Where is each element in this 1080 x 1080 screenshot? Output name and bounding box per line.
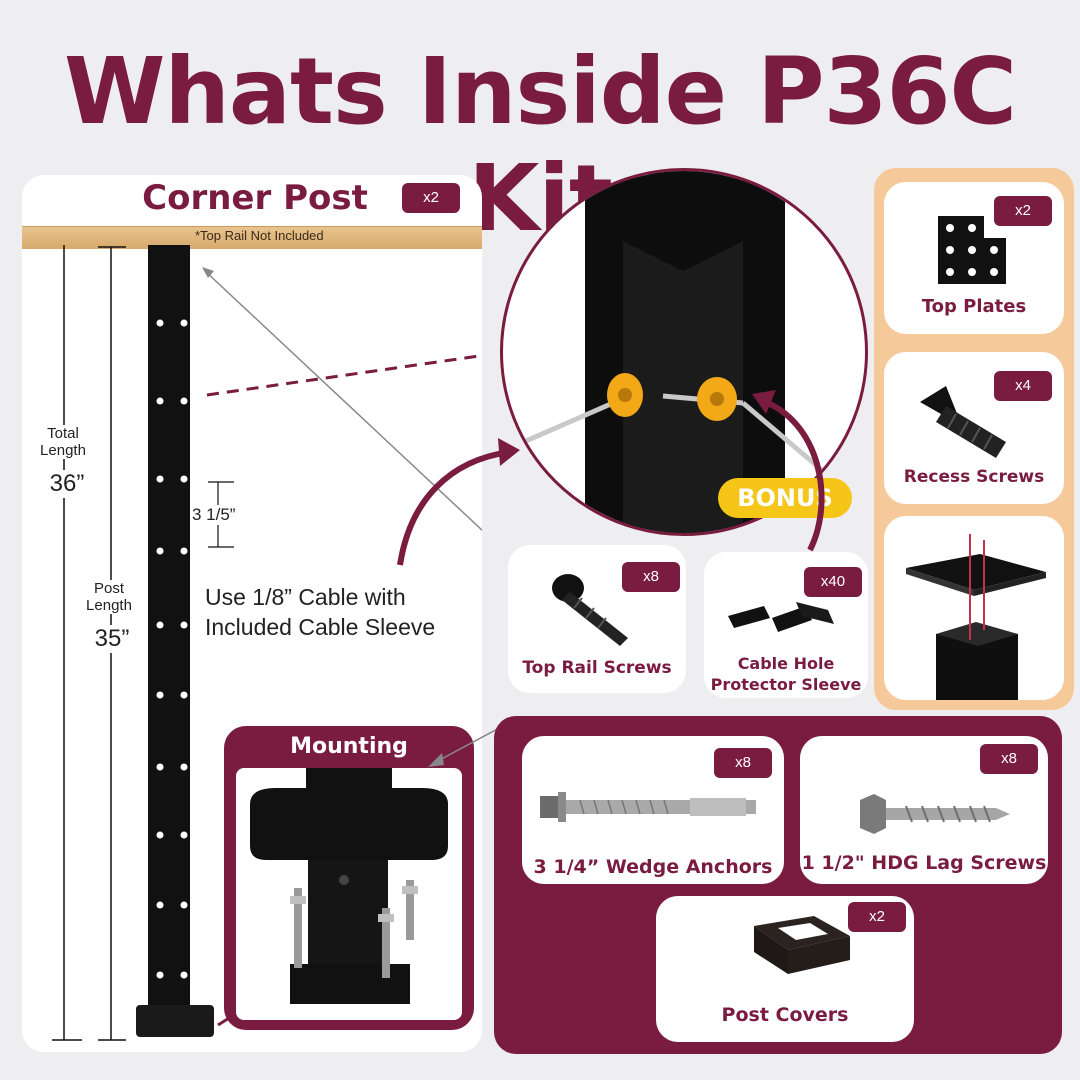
top-rail-screw-icon [552, 574, 628, 646]
top-plates-qty-badge: x2 [994, 196, 1052, 226]
hole-spacing-value: 3 1/5” [192, 505, 236, 525]
cable-arrow-icon [397, 438, 520, 566]
total-length-label: Total Length [30, 425, 96, 459]
wedge-anchor-icon [540, 792, 756, 822]
corner-post-qty-badge: x2 [402, 183, 460, 213]
post-cover-icon [754, 916, 850, 974]
sleeve-zoom-circle [500, 168, 868, 536]
total-length-value: 36” [30, 470, 104, 498]
bonus-badge: BONUS [718, 478, 852, 518]
top-plates-label: Top Plates [921, 296, 1027, 317]
post-covers-qty-badge: x2 [848, 902, 906, 932]
wedge-anchors-label: 3 1/4” Wedge Anchors [533, 856, 773, 878]
recess-screw-icon [920, 386, 1006, 458]
post-length-value: 35” [76, 625, 148, 653]
lag-screws-qty-badge: x8 [980, 744, 1038, 774]
corner-post-illustration [52, 245, 482, 1041]
lag-screws-label: 1 1/2" HDG Lag Screws [801, 852, 1047, 874]
recess-screws-qty-badge: x4 [994, 371, 1052, 401]
cable-sleeve-label: Cable Hole Protector Sleeve [710, 654, 862, 694]
wedge-anchors-qty-badge: x8 [714, 748, 772, 778]
top-plate-install-illustration [906, 534, 1046, 700]
top-rail-screws-qty-badge: x8 [622, 562, 680, 592]
cable-sleeve-qty-badge: x40 [804, 567, 862, 597]
top-plate-icon [938, 216, 1006, 284]
recess-screws-label: Recess Screws [903, 467, 1045, 487]
cable-sleeve-icon [728, 602, 834, 632]
mounting-photo [236, 768, 462, 1020]
top-rail-wood [22, 226, 482, 249]
lag-screw-icon [860, 794, 1010, 834]
top-rail-screws-label: Top Rail Screws [522, 658, 672, 678]
top-rail-note: *Top Rail Not Included [195, 228, 324, 243]
corner-post-label: Corner Post [142, 178, 368, 218]
post-covers-label: Post Covers [721, 1004, 849, 1026]
post-length-label: Post Length [76, 580, 142, 614]
mounting-label: Mounting [290, 734, 408, 759]
bonus-arrow-icon [752, 390, 825, 552]
cable-note: Use 1/8” Cable with Included Cable Sleev… [205, 584, 436, 640]
